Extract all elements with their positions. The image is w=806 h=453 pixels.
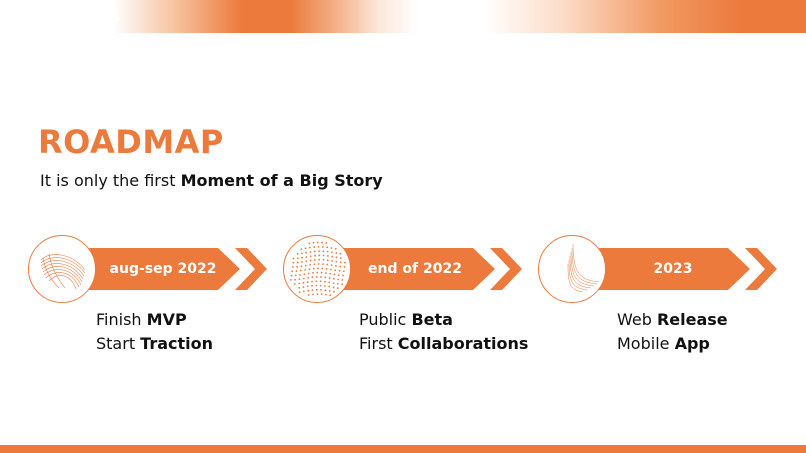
step-3-line-1: Web Release [617,310,728,329]
subtitle-prefix: It is only the first [40,171,181,190]
step-1-line-1: Finish MVP [96,310,187,329]
step-1-line-2: Start Traction [96,334,214,353]
step-2-lines: Public Beta First Collaborations [359,308,528,356]
step-1-label: aug-sep 2022 [109,261,217,277]
step-3-lines: Web Release Mobile App [617,308,728,356]
step-2-dot-grid-icon [283,235,351,303]
step-3-arrow: 2023 [578,248,750,290]
roadmap-step-3: 2023 Web Release Mobile App [538,235,788,353]
subtitle: It is only the first Moment of a Big Sto… [40,171,383,190]
step-1-lines: Finish MVP Start Traction [96,308,213,356]
top-gradient-band [0,0,806,33]
step-2-arrow: end of 2022 [323,248,495,290]
step-3-line-2: Mobile App [617,334,710,353]
step-1-ribbon-icon [28,235,96,303]
page-title: ROADMAP [38,123,224,161]
step-1-arrow: aug-sep 2022 [68,248,240,290]
moments-logo: MOMENTS [38,6,121,28]
roadmap-step-1: aug-sep 2022 Finish MVP Start Traction [28,235,278,353]
step-2-line-2: First Collaborations [359,334,529,353]
step-3-label: 2023 [653,261,693,277]
bottom-accent-band [0,445,806,453]
step-2-label: end of 2022 [368,261,462,277]
step-2-line-1: Public Beta [359,310,453,329]
roadmap-step-2: end of 2022 Public Beta First Collaborat… [283,235,533,353]
step-3-curve-icon [538,235,606,303]
subtitle-bold: Moment of a Big Story [180,171,383,190]
